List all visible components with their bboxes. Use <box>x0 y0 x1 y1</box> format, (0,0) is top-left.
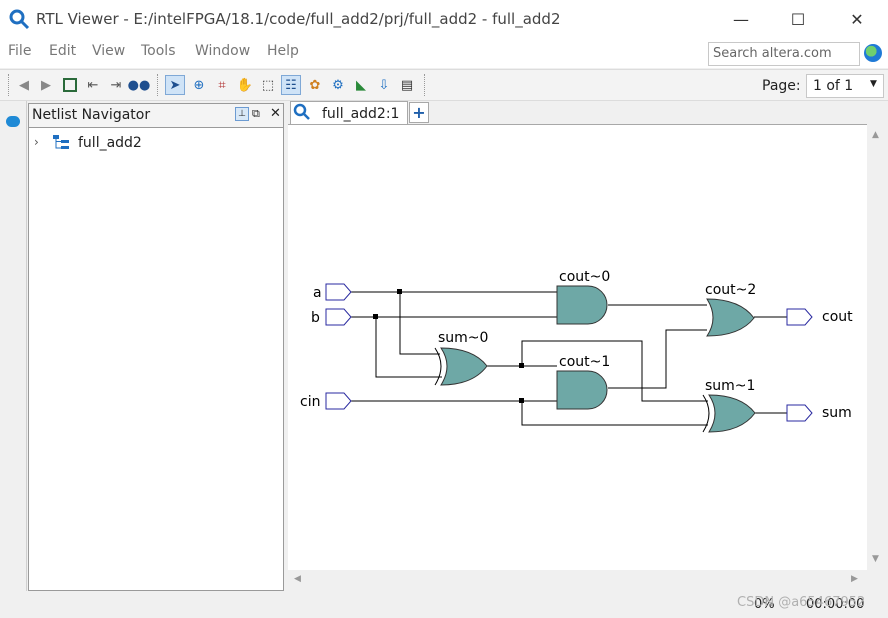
input-port-b[interactable] <box>325 308 352 326</box>
maximize-button[interactable]: ☐ <box>790 9 806 29</box>
tab-full-add2[interactable] <box>290 101 408 125</box>
window-title: RTL Viewer - E:/intelFPGA/18.1/code/full… <box>36 10 561 28</box>
fit-window-icon[interactable]: ⌗ <box>218 77 226 93</box>
toolbar-separator <box>157 74 160 96</box>
add-tab-button[interactable]: + <box>409 102 429 123</box>
page-select[interactable]: 1 of 1 <box>806 74 884 98</box>
close-panel-icon[interactable]: ✕ <box>270 106 281 121</box>
minimize-button[interactable]: — <box>733 9 749 29</box>
wire-cout1-out <box>608 329 707 389</box>
dropdown-arrow-icon[interactable]: ▼ <box>870 79 877 89</box>
select-pointer-icon[interactable]: ➤ <box>165 75 185 95</box>
globe-icon[interactable] <box>864 44 882 62</box>
gate-label-sum0: sum~0 <box>438 330 488 346</box>
junction-dot <box>373 314 378 319</box>
junction-dot <box>519 363 524 368</box>
menu-edit[interactable]: Edit <box>49 43 77 59</box>
tab-label[interactable]: full_add2:1 <box>322 106 400 122</box>
input-label-a: a <box>313 285 322 301</box>
collapse-icon[interactable]: ⇤ <box>87 77 99 93</box>
hand-pan-icon[interactable]: ✋ <box>236 77 254 93</box>
watermark: CSDN @a65467952 <box>737 595 866 610</box>
chat-bubble-icon[interactable] <box>6 116 20 127</box>
color-palette-icon[interactable]: ✿ <box>309 77 321 93</box>
scroll-left-icon[interactable]: ◀ <box>294 574 301 584</box>
status-progress: 0% <box>754 597 775 612</box>
toolbar-separator <box>424 74 427 96</box>
gate-label-cout0: cout~0 <box>559 269 610 285</box>
binoculars-icon[interactable]: ●● <box>127 77 151 93</box>
float-window-icon[interactable]: ⧉ <box>252 107 260 120</box>
area-select-icon[interactable]: ⬚ <box>261 77 275 93</box>
settings-gear-icon[interactable]: ⚙ <box>332 77 344 93</box>
menu-window[interactable]: Window <box>195 43 251 59</box>
and-gate-cout1[interactable] <box>556 370 608 410</box>
schematic-canvas[interactable] <box>288 124 867 571</box>
search-input[interactable]: Search altera.com <box>708 42 860 66</box>
wire-sum0-to-sum1 <box>521 340 708 402</box>
wire-a-tap <box>399 292 440 355</box>
rtl-schematic[interactable]: .w { stroke:#000; stroke-width:1; fill:n… <box>288 124 867 570</box>
xor-gate-sum0-back-arc <box>434 347 442 386</box>
input-label-b: b <box>311 310 320 326</box>
input-port-a[interactable] <box>325 283 352 301</box>
close-button[interactable]: ✕ <box>850 9 864 29</box>
back-icon[interactable]: ◀ <box>19 77 29 93</box>
scroll-right-icon[interactable]: ▶ <box>851 574 858 584</box>
hierarchy-tree-icon <box>53 135 69 149</box>
output-label-cout: cout <box>822 309 853 325</box>
or-gate-cout2[interactable] <box>706 298 755 337</box>
page-setup-icon[interactable]: ▤ <box>400 77 414 93</box>
output-port-cout[interactable] <box>786 308 813 326</box>
gate-label-cout1: cout~1 <box>559 354 610 370</box>
wire-b-tap <box>375 317 442 378</box>
toolbar <box>0 69 888 101</box>
refresh-icon[interactable] <box>60 75 80 95</box>
tree-expand-icon[interactable]: › <box>34 135 39 149</box>
rtl-viewer-tab-icon <box>293 103 310 120</box>
junction-dot <box>519 398 524 403</box>
title-bar <box>0 0 888 38</box>
input-label-cin: cin <box>300 394 320 410</box>
expand-icon[interactable]: ⇥ <box>110 77 122 93</box>
output-label-sum: sum <box>822 405 852 421</box>
pin-icon[interactable]: ⊥ <box>235 107 249 121</box>
forward-icon[interactable]: ▶ <box>41 77 51 93</box>
left-side-strip <box>0 101 27 591</box>
highlight-icon[interactable]: ◣ <box>356 77 366 93</box>
junction-dot <box>397 289 402 294</box>
netlist-navigator-panel <box>28 103 284 591</box>
vertical-scrollbar[interactable] <box>867 124 886 570</box>
menu-file[interactable]: File <box>8 43 32 59</box>
output-port-sum[interactable] <box>786 404 813 422</box>
export-icon[interactable]: ⇩ <box>378 77 390 93</box>
scroll-down-icon[interactable]: ▼ <box>872 554 879 564</box>
status-elapsed-time: 00:00:00 <box>806 597 865 612</box>
zoom-icon[interactable]: ⊕ <box>193 77 205 93</box>
xor-gate-sum1[interactable] <box>708 394 756 433</box>
gate-label-cout2: cout~2 <box>705 282 756 298</box>
gate-label-sum1: sum~1 <box>705 378 755 394</box>
xor-gate-sum1-back-arc <box>702 394 710 433</box>
menu-tools[interactable]: Tools <box>141 43 176 59</box>
page-label: Page: <box>762 78 801 94</box>
wire-cin-tap <box>521 401 708 426</box>
xor-gate-sum0[interactable] <box>440 347 488 386</box>
hierarchy-icon[interactable]: ☷ <box>281 75 301 95</box>
navigator-title: Netlist Navigator <box>32 107 151 123</box>
toolbar-separator <box>8 74 11 96</box>
horizontal-scrollbar[interactable] <box>288 570 867 589</box>
rtl-viewer-app-icon <box>9 9 30 30</box>
input-port-cin[interactable] <box>325 392 352 410</box>
menu-help[interactable]: Help <box>267 43 299 59</box>
menu-view[interactable]: View <box>92 43 126 59</box>
and-gate-cout0[interactable] <box>556 285 608 325</box>
scroll-up-icon[interactable]: ▲ <box>872 130 879 140</box>
tree-item-full-add2[interactable]: full_add2 <box>78 135 142 151</box>
